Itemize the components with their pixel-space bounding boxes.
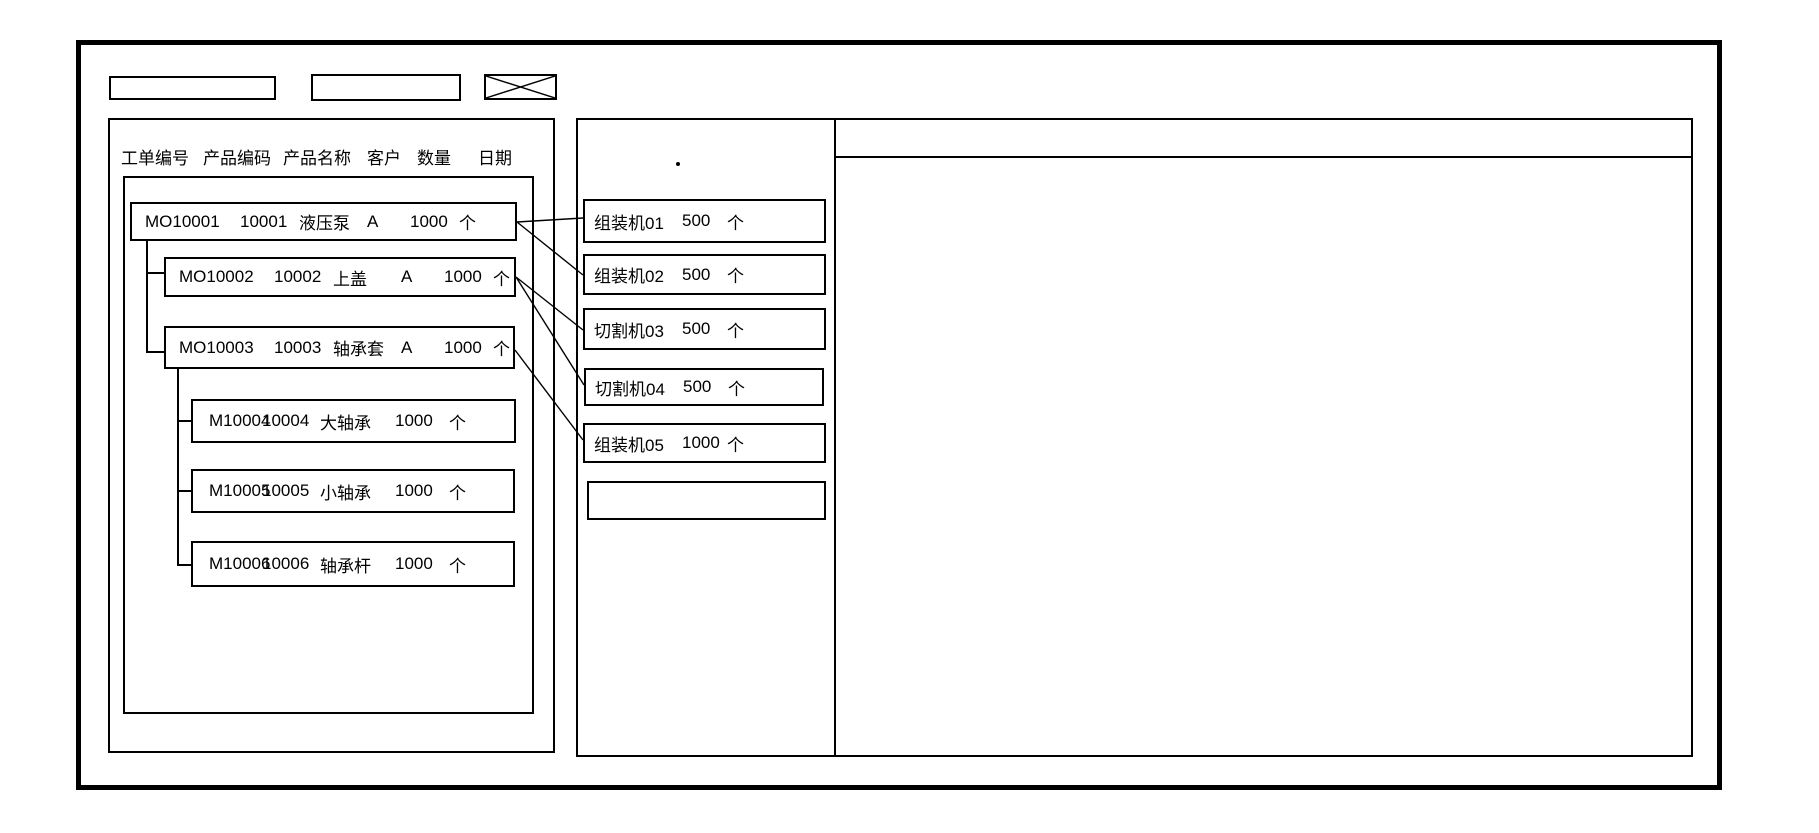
machine-name: 组装机02: [594, 267, 664, 286]
product-name: 轴承套: [333, 340, 384, 359]
product-code: 10005: [262, 481, 310, 500]
machine-card-4[interactable]: 切割机04 500 个: [584, 368, 824, 406]
product-name: 上盖: [333, 269, 367, 289]
product-code: 10004: [262, 411, 310, 430]
column-header-order-no: 工单编号: [121, 148, 189, 168]
machine-card-1[interactable]: 组装机01 500 个: [583, 199, 826, 243]
unit: 个: [727, 213, 744, 233]
tree-connector-line: [146, 272, 164, 274]
machine-qty: 500: [682, 211, 711, 230]
work-order-card-4[interactable]: M10004 10004 大轴承 1000 个: [191, 399, 516, 443]
column-header-date: 日期: [478, 148, 512, 168]
quantity: 1000: [444, 337, 482, 357]
machine-name: 组装机01: [594, 213, 664, 233]
machine-name: 组装机05: [594, 435, 664, 455]
toolbar-input-2[interactable]: [311, 74, 461, 101]
detail-panel: [836, 158, 1691, 755]
customer: A: [401, 267, 413, 286]
machine-card-3[interactable]: 切割机03 500 个: [583, 308, 826, 350]
machine-card-empty[interactable]: [587, 481, 826, 520]
order-no: M10005: [209, 481, 271, 500]
panel-divider: [834, 118, 836, 757]
quantity: 1000: [395, 411, 433, 430]
quantity: 1000: [444, 267, 482, 286]
quantity: 1000: [395, 481, 433, 500]
machine-qty: 500: [683, 377, 712, 396]
unit: 个: [449, 413, 466, 433]
product-code: 10001: [240, 211, 288, 231]
tree-connector-line: [177, 490, 191, 492]
work-order-card-1[interactable]: MO10001 10001 液压泵 A 1000 个: [130, 202, 517, 241]
tree-connector-line: [177, 369, 179, 566]
product-name: 轴承杆: [320, 556, 371, 576]
x-icon: [486, 76, 555, 98]
order-no: MO10001: [145, 211, 220, 231]
quantity: 1000: [395, 554, 433, 573]
machine-card-2[interactable]: 组装机02 500 个: [583, 254, 826, 295]
product-name: 液压泵: [299, 214, 350, 233]
quantity: 1000: [410, 211, 448, 231]
column-header-customer: 客户: [367, 148, 401, 168]
image-placeholder-button[interactable]: [484, 74, 557, 100]
customer: A: [367, 211, 379, 231]
machine-qty: 1000: [682, 433, 720, 452]
tree-connector-line: [177, 564, 191, 566]
order-no: MO10002: [179, 267, 254, 286]
detail-panel-header-divider: [835, 156, 1693, 158]
unit: 个: [727, 267, 744, 286]
tree-connector-line: [177, 420, 191, 422]
column-header-product-code: 产品编码: [203, 148, 271, 168]
unit: 个: [493, 269, 510, 289]
order-no: M10004: [209, 411, 271, 430]
unit: 个: [493, 340, 510, 359]
unit: 个: [449, 556, 466, 576]
dot-mark: [676, 162, 680, 166]
tree-connector-line: [146, 241, 148, 353]
tree-connector-line: [146, 351, 164, 353]
unit: 个: [727, 321, 744, 341]
unit: 个: [459, 214, 476, 233]
machine-name: 切割机03: [594, 321, 664, 341]
unit: 个: [727, 435, 744, 455]
unit: 个: [728, 379, 745, 399]
product-name: 小轴承: [320, 483, 371, 503]
column-header-row: 工单编号 产品编码 产品名称 客户 数量 日期: [121, 146, 524, 168]
order-no: MO10003: [179, 337, 254, 357]
work-order-card-3[interactable]: MO10003 10003 轴承套 A 1000 个: [164, 326, 515, 369]
work-order-card-5[interactable]: M10005 10005 小轴承 1000 个: [191, 469, 515, 513]
product-code: 10002: [274, 267, 322, 286]
product-code: 10003: [274, 337, 322, 357]
column-header-product-name: 产品名称: [283, 148, 351, 168]
machine-name: 切割机04: [595, 379, 665, 399]
machine-card-5[interactable]: 组装机05 1000 个: [583, 423, 826, 463]
product-code: 10006: [262, 554, 310, 573]
toolbar-input-1[interactable]: [109, 76, 276, 100]
work-order-card-2[interactable]: MO10002 10002 上盖 A 1000 个: [164, 257, 516, 297]
column-header-qty: 数量: [417, 148, 451, 168]
unit: 个: [449, 483, 466, 503]
order-no: M10006: [209, 554, 271, 573]
machine-qty: 500: [682, 264, 711, 284]
customer: A: [401, 337, 413, 357]
product-name: 大轴承: [320, 413, 371, 433]
work-order-card-6[interactable]: M10006 10006 轴承杆 1000 个: [191, 541, 515, 587]
machine-qty: 500: [682, 319, 711, 338]
